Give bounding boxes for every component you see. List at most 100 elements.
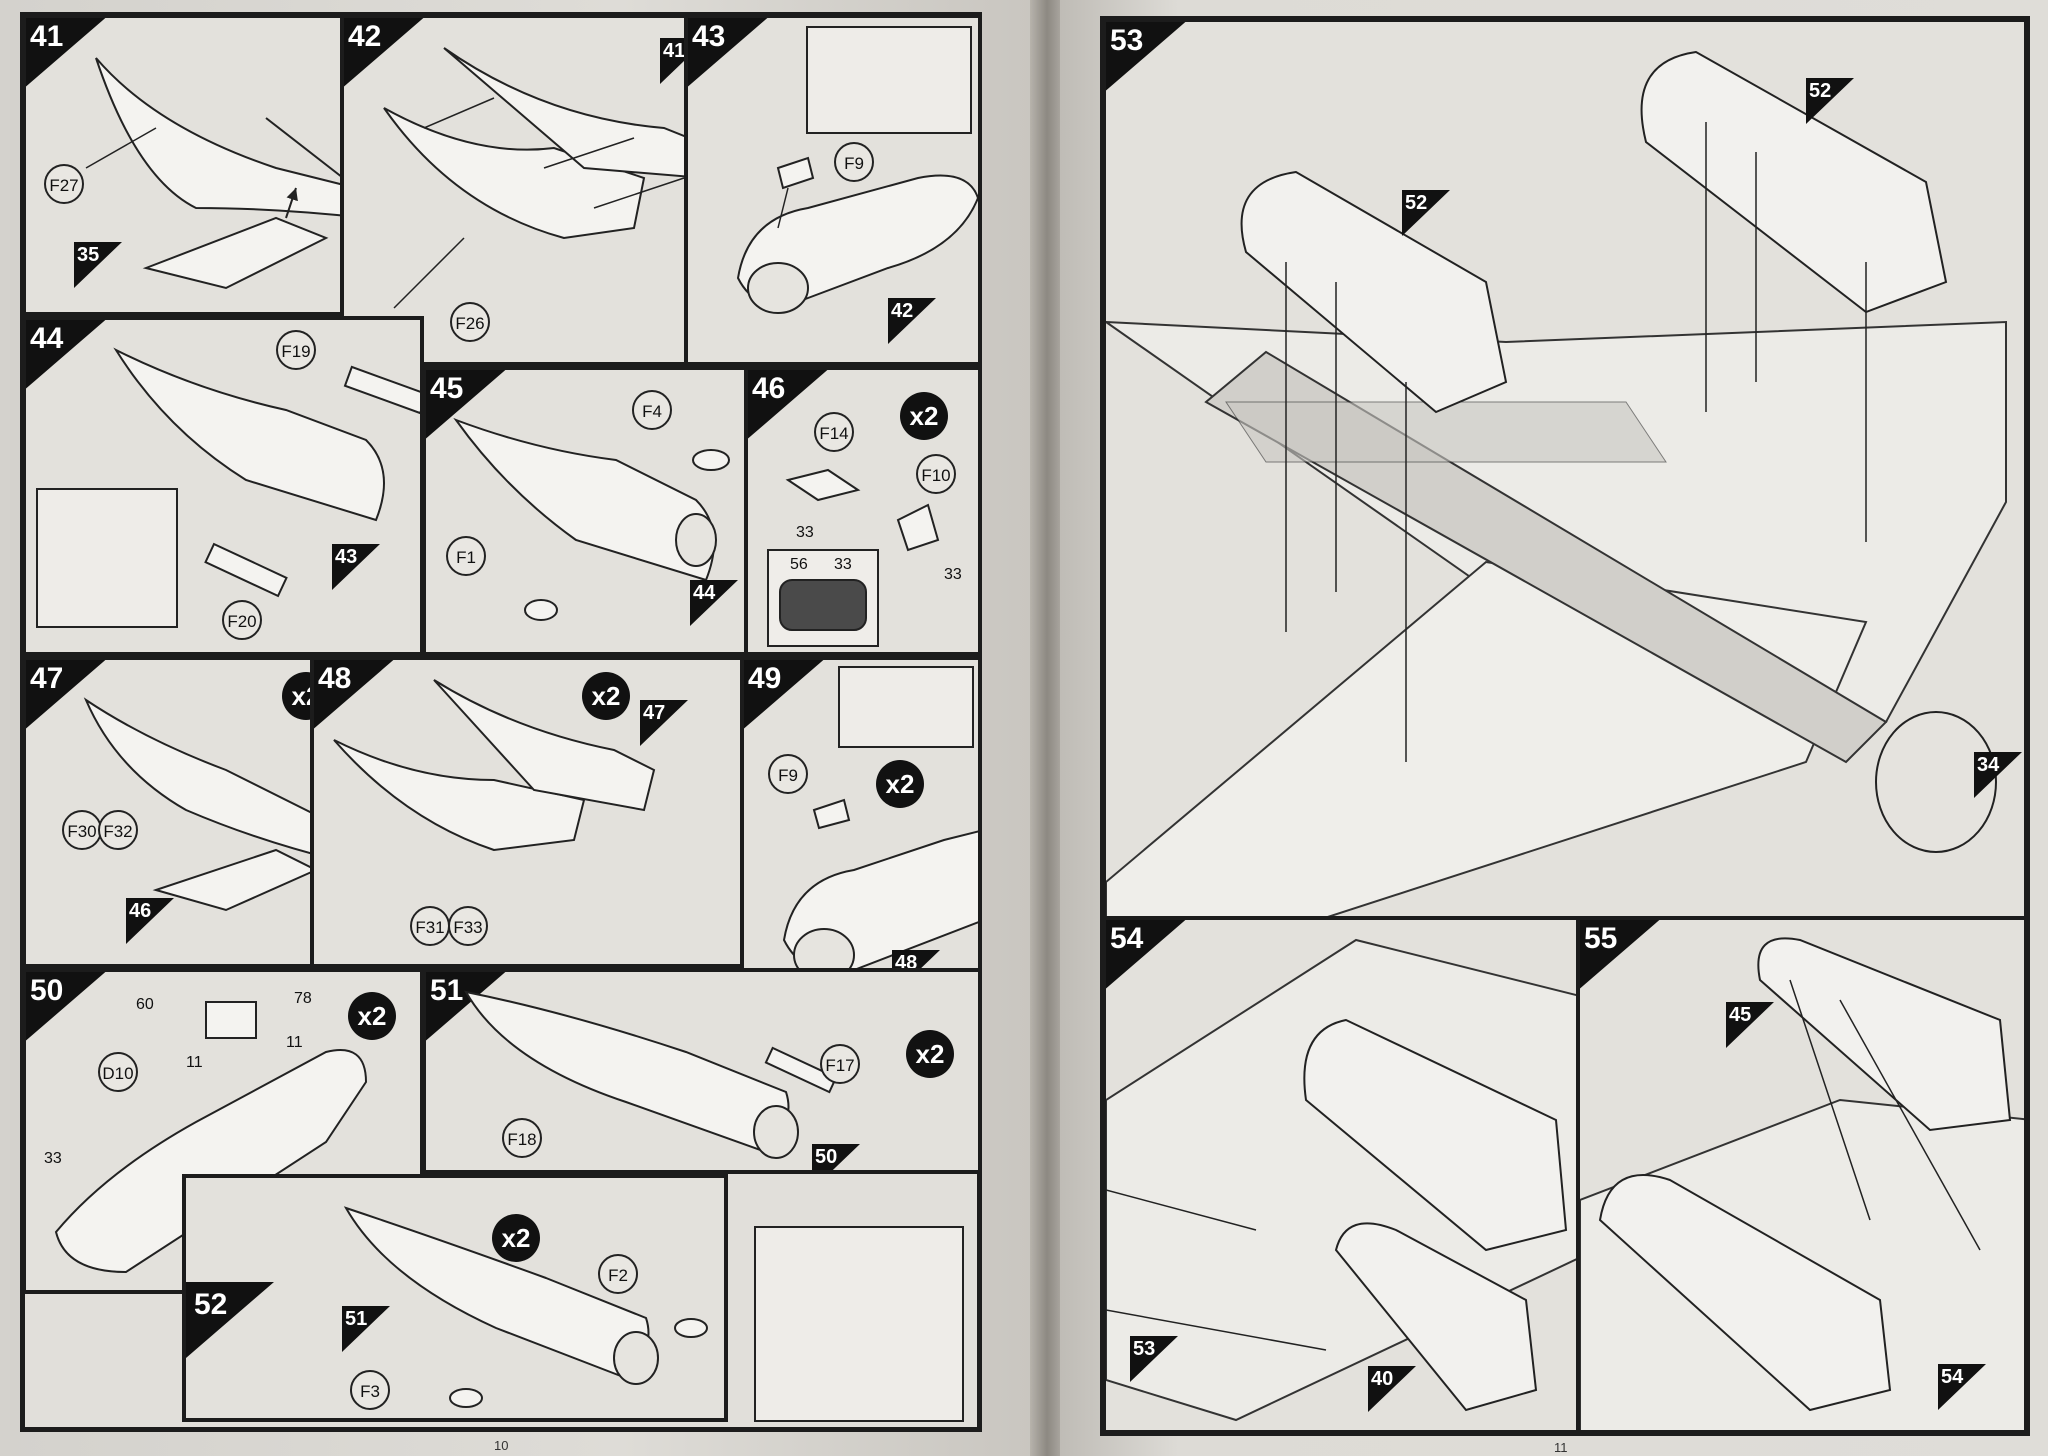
step-45-panel: 45 F4 F1 44 <box>422 366 748 656</box>
part-callout: F31 <box>410 906 450 946</box>
multiplier-badge: x2 <box>876 760 924 808</box>
left-page: 41 F27 35 42 41 F26 43 <box>0 0 1034 1456</box>
step-52-panel: 52 x2 F2 F3 51 <box>182 1174 728 1422</box>
part-callout: F32 <box>98 810 138 850</box>
ref-flag: 54 <box>1938 1364 1986 1410</box>
step-41-number: 41 <box>26 18 110 90</box>
step-54-number: 54 <box>1106 920 1190 992</box>
ref-flag: 51 <box>342 1306 390 1352</box>
page-number: 10 <box>494 1438 509 1453</box>
step-51-panel: 51 x2 F17 F18 50 <box>422 968 982 1174</box>
step-45-number: 45 <box>426 370 510 442</box>
step-48-panel: 48 x2 47 F31 F33 <box>310 656 748 968</box>
step-50-diagram <box>54 1001 368 1274</box>
detail-inset <box>36 488 178 628</box>
paint-code: 78 <box>294 990 312 1007</box>
step-46-diagram <box>767 468 940 647</box>
step-53-panel: 53 52 52 34 <box>1102 18 2028 920</box>
step-55-panel: 55 45 54 <box>1576 916 2028 1434</box>
part-callout: F27 <box>44 164 84 204</box>
step-55-diagram <box>1580 937 2024 1430</box>
step-43-diagram <box>736 156 978 314</box>
step-54-panel: 54 53 40 <box>1102 916 1592 1434</box>
ref-flag: 44 <box>690 580 738 626</box>
multiplier-badge: x2 <box>582 672 630 720</box>
part-callout: F9 <box>768 754 808 794</box>
step-46-panel: 46 x2 F14 F10 33 33 56 33 <box>744 366 982 656</box>
part-callout: F3 <box>350 1370 390 1410</box>
step-48-number: 48 <box>314 660 398 732</box>
step-55-number: 55 <box>1580 920 1664 992</box>
detail-inset <box>754 1226 964 1422</box>
ref-flag: 52 <box>1806 78 1854 124</box>
part-callout: F9 <box>834 142 874 182</box>
part-callout: F26 <box>450 302 490 342</box>
step-44-number: 44 <box>26 320 110 392</box>
part-callout: F2 <box>598 1254 638 1294</box>
step-44-panel: 44 F19 F20 43 <box>22 316 424 656</box>
step-51-number: 51 <box>426 972 510 1044</box>
step-51-diagram <box>464 990 838 1159</box>
step-52-number: 52 <box>186 1282 274 1358</box>
step-53-diagram <box>1106 50 2007 916</box>
step-52-diagram <box>343 1206 708 1408</box>
part-callout: F10 <box>916 454 956 494</box>
part-callout: F1 <box>446 536 486 576</box>
right-page: 53 52 52 34 54 53 40 <box>1060 0 2048 1456</box>
part-callout: F30 <box>62 810 102 850</box>
step-47-diagram <box>83 697 348 912</box>
part-callout: D10 <box>98 1052 138 1092</box>
step-49-panel: 49 x2 F9 48 <box>740 656 982 1018</box>
step-45-diagram <box>453 417 730 621</box>
paint-code: 33 <box>796 524 814 541</box>
paint-code: 56 <box>790 556 808 573</box>
ref-flag: 35 <box>74 242 122 288</box>
step-41-diagram <box>85 57 368 290</box>
ref-flag: 43 <box>332 544 380 590</box>
step-43-number: 43 <box>688 18 772 90</box>
multiplier-badge: x2 <box>906 1030 954 1078</box>
ref-flag: 47 <box>640 700 688 746</box>
ref-flag: 53 <box>1130 1336 1178 1382</box>
step-42-panel: 42 41 F26 <box>340 14 740 366</box>
paint-code: 11 <box>186 1054 203 1071</box>
detail-inset <box>806 26 972 134</box>
paint-code: 60 <box>136 996 154 1013</box>
part-callout: F19 <box>276 330 316 370</box>
part-callout: F17 <box>820 1044 860 1084</box>
part-callout: F20 <box>222 600 262 640</box>
ref-flag: 34 <box>1974 752 2022 798</box>
book-spine <box>1030 0 1064 1456</box>
paint-code: 33 <box>44 1150 62 1167</box>
step-47-number: 47 <box>26 660 110 732</box>
multiplier-badge: x2 <box>348 992 396 1040</box>
step-53-number: 53 <box>1106 22 1190 94</box>
detail-inset <box>838 666 974 748</box>
paint-code: 33 <box>944 566 962 583</box>
ref-flag: 46 <box>126 898 174 944</box>
step-49-number: 49 <box>744 660 828 732</box>
part-callout: F18 <box>502 1118 542 1158</box>
step-44-diagram <box>113 347 420 598</box>
ref-flag: 52 <box>1402 190 1450 236</box>
part-callout: F33 <box>448 906 488 946</box>
multiplier-badge: x2 <box>492 1214 540 1262</box>
ref-flag: 42 <box>888 298 936 344</box>
step-50-number: 50 <box>26 972 110 1044</box>
page-number: 11 <box>1554 1440 1568 1455</box>
step-49-diagram <box>782 798 978 982</box>
step-48-diagram <box>333 679 656 852</box>
step-54-diagram <box>1106 938 1588 1422</box>
paint-code: 33 <box>834 556 852 573</box>
ref-flag: 45 <box>1726 1002 1774 1048</box>
step-42-diagram <box>383 47 716 309</box>
step-43-panel: 43 F9 42 <box>684 14 982 366</box>
multiplier-badge: x2 <box>900 392 948 440</box>
part-callout: F14 <box>814 412 854 452</box>
ref-flag: 40 <box>1368 1366 1416 1412</box>
paint-code: 11 <box>286 1034 303 1051</box>
part-callout: F4 <box>632 390 672 430</box>
step-42-number: 42 <box>344 18 428 90</box>
ref-flag: 50 <box>812 1144 860 1170</box>
step-46-number: 46 <box>748 370 832 442</box>
